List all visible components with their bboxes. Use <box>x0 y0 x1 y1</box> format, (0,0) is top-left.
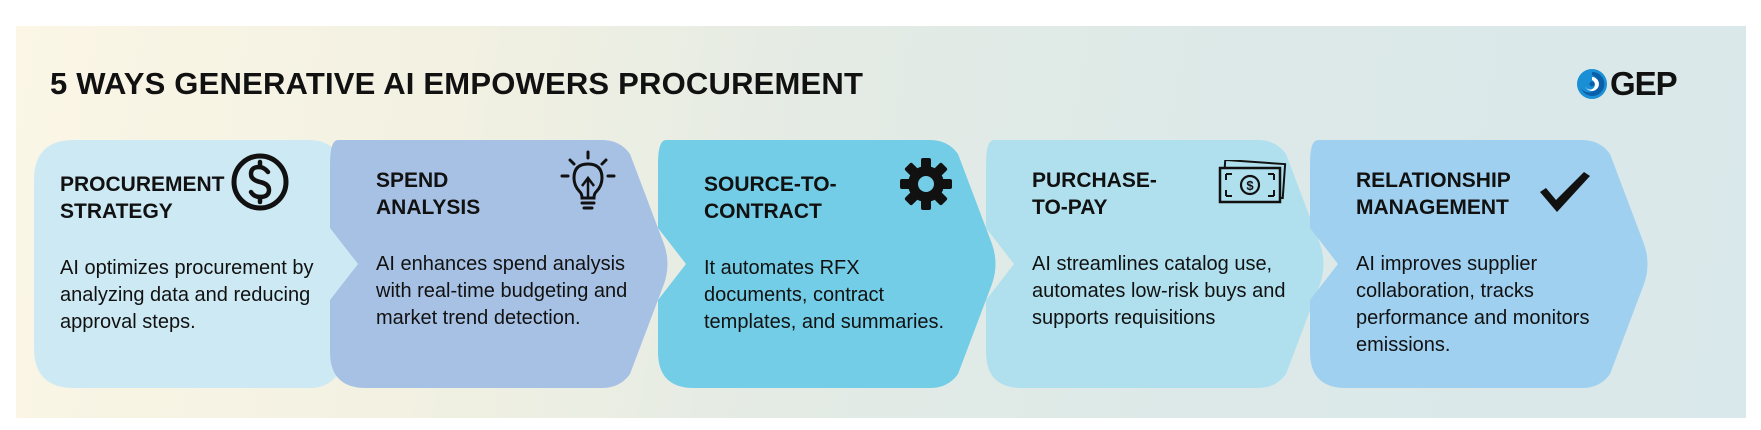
process-flow: PROCUREMENT STRATEGY AI optimizes procur… <box>16 26 1746 418</box>
step-description: AI improves supplier collaboration, trac… <box>1356 253 1590 356</box>
step-description: AI enhances spend analysis with real-tim… <box>376 253 628 329</box>
gep-swirl-logo-icon <box>1577 69 1607 99</box>
page-title: 5 WAYS GENERATIVE AI EMPOWERS PROCUREMEN… <box>50 66 864 101</box>
logo-text: GEP <box>1610 65 1678 102</box>
infographic-banner: 5 WAYS GENERATIVE AI EMPOWERS PROCUREMEN… <box>16 26 1746 418</box>
step-shape <box>34 140 376 388</box>
step-title: RELATIONSHIP MANAGEMENT <box>1356 169 1511 219</box>
step-description: AI streamlines catalog use, automates lo… <box>1032 253 1286 329</box>
step-source-to-contract: SOURCE-TO- CONTRACT It automates RFX doc… <box>654 140 1024 388</box>
step-relationship-management: RELATIONSHIP MANAGEMENT AI improves supp… <box>1306 140 1676 388</box>
money-bill-icon: $ <box>1218 160 1287 204</box>
step-title: SPEND ANALYSIS <box>376 169 481 219</box>
step-title: SOURCE-TO- CONTRACT <box>704 173 837 223</box>
dollar-circle-icon <box>231 153 289 211</box>
step-description: AI optimizes procurement by analyzing da… <box>60 257 314 333</box>
svg-text:$: $ <box>1246 178 1254 193</box>
step-spend-analysis: SPEND ANALYSIS AI enhances spend analysi… <box>326 140 696 388</box>
step-title: PURCHASE- TO-PAY <box>1032 169 1157 219</box>
gear-icon <box>900 158 952 210</box>
step-title: PROCUREMENT STRATEGY <box>60 173 225 223</box>
lightbulb-icon <box>560 150 616 210</box>
checkmark-icon <box>1540 172 1590 212</box>
gep-logo: GEP <box>1576 64 1678 104</box>
step-procurement-strategy: PROCUREMENT STRATEGY AI optimizes procur… <box>34 140 404 388</box>
step-description: It automates RFX documents, contract tem… <box>704 257 945 333</box>
step-purchase-to-pay: PURCHASE- TO-PAY $ AI streamlines catalo… <box>982 140 1352 388</box>
